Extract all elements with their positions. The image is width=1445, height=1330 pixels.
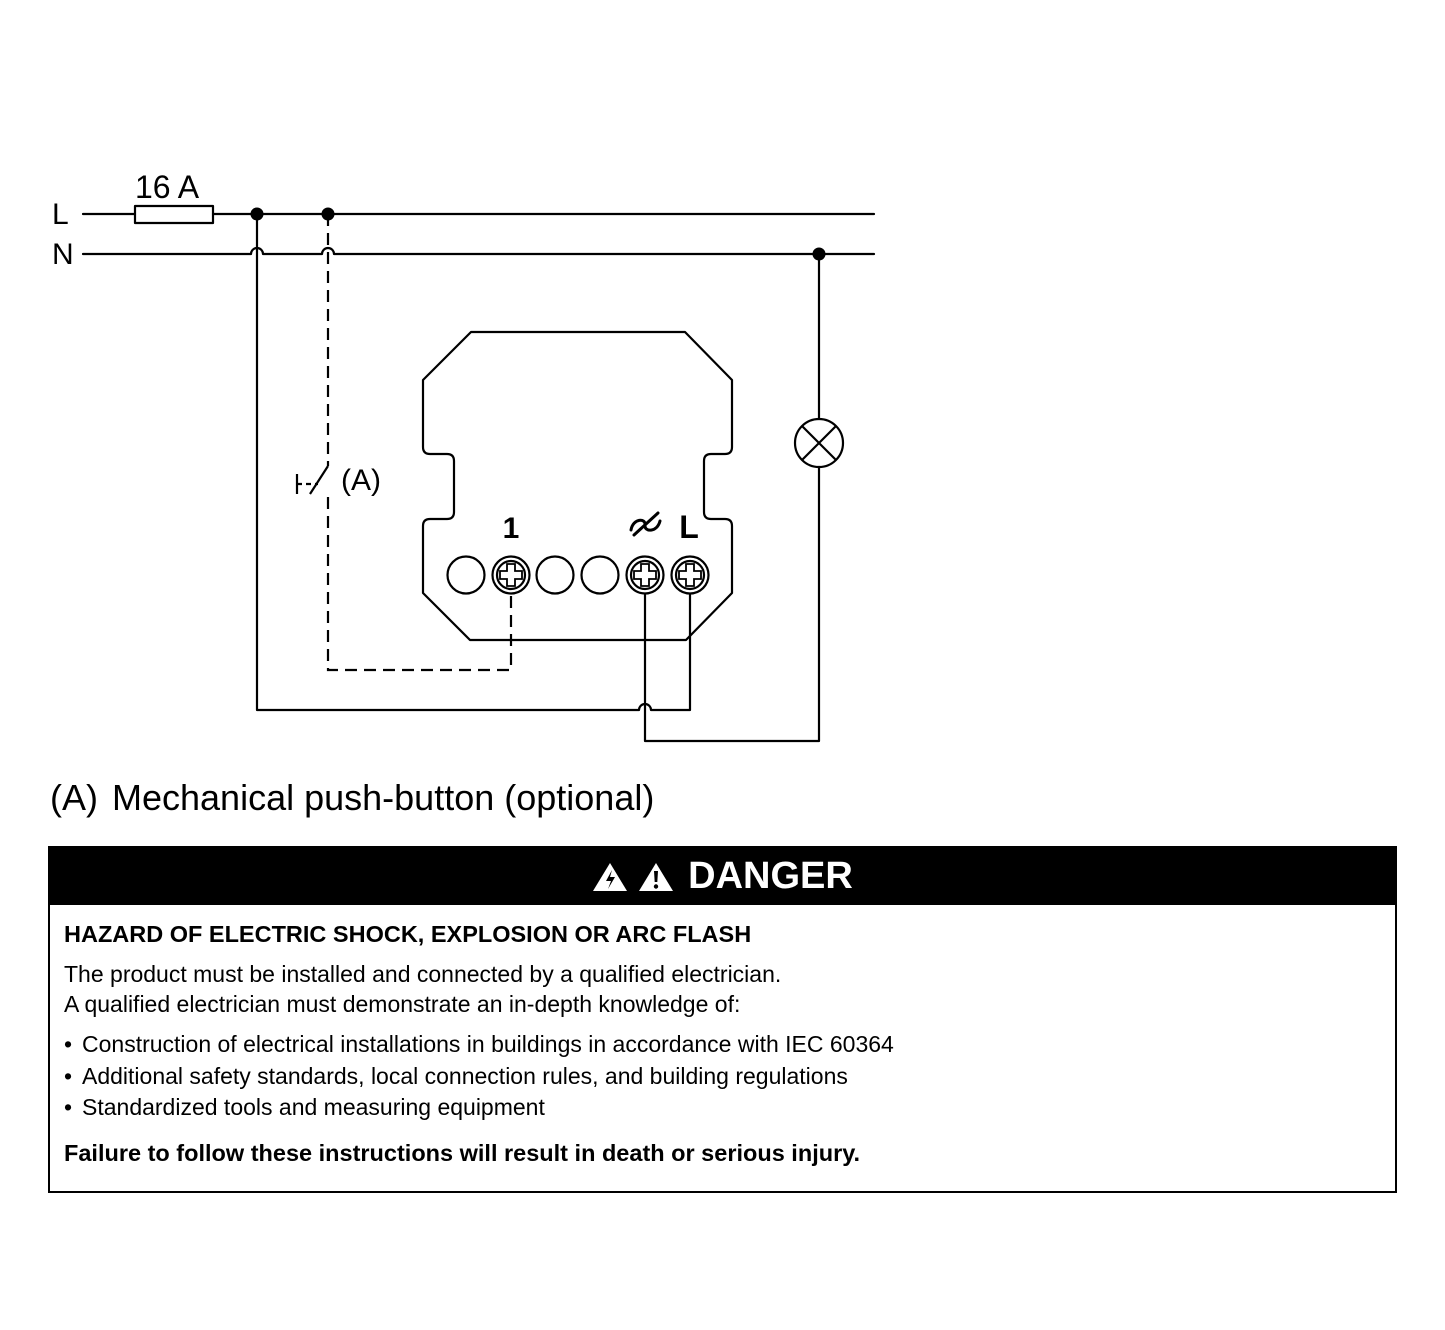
danger-intro: The product must be installed and connec…: [64, 959, 1381, 1019]
junction-dot: [250, 207, 264, 221]
danger-header: DANGER: [50, 848, 1395, 905]
dimmer-housing: [421, 330, 734, 642]
lamp-symbol: [793, 417, 845, 469]
pushbutton-label: (A): [341, 464, 381, 497]
knowledge-list: Construction of electrical installations…: [64, 1029, 1381, 1124]
terminal-output-screw: [491, 555, 531, 595]
neutral-label: N: [52, 238, 74, 271]
legend-text: Mechanical push-button (optional): [112, 777, 655, 818]
terminal-output-label: 1: [503, 512, 520, 545]
terminal-line-screw: [670, 555, 710, 595]
terminal-line-label: L: [679, 509, 699, 545]
terminal-empty: [446, 555, 486, 595]
terminal-empty: [580, 555, 620, 595]
line-label: L: [52, 198, 69, 231]
intro-line: The product must be installed and connec…: [64, 961, 782, 987]
terminal-dimmer-screw: [625, 555, 665, 595]
legend-marker: (A): [50, 777, 98, 818]
danger-notice: DANGER HAZARD OF ELECTRIC SHOCK, EXPLOSI…: [48, 846, 1397, 1193]
lamp-wire: [643, 252, 821, 743]
danger-body: HAZARD OF ELECTRIC SHOCK, EXPLOSION OR A…: [50, 905, 1395, 1168]
lightning-triangle-icon: [592, 862, 628, 892]
intro-line: A qualified electrician must demonstrate…: [64, 991, 741, 1017]
exclamation-triangle-icon: [638, 862, 674, 892]
dimmer-symbol-icon: [629, 511, 662, 537]
fuse-symbol: [133, 204, 215, 225]
hazard-title: HAZARD OF ELECTRIC SHOCK, EXPLOSION OR A…: [64, 921, 752, 947]
list-item: Construction of electrical installations…: [64, 1029, 1381, 1061]
junction-dot: [812, 247, 826, 261]
neutral-conductor: [81, 246, 876, 256]
terminal-empty: [535, 555, 575, 595]
list-item: Standardized tools and measuring equipme…: [64, 1092, 1381, 1124]
legend-caption: (A) Mechanical push-button (optional): [50, 776, 654, 820]
pushbutton-output-wire: [326, 497, 513, 672]
line-to-dimmer-wire: [255, 212, 692, 712]
danger-consequence: Failure to follow these instructions wil…: [64, 1139, 861, 1166]
pushbutton-symbol: [295, 465, 329, 495]
junction-dot: [321, 207, 335, 221]
fuse-label: 16 A: [135, 169, 200, 205]
danger-title: DANGER: [688, 855, 853, 897]
list-item: Additional safety standards, local conne…: [64, 1061, 1381, 1093]
